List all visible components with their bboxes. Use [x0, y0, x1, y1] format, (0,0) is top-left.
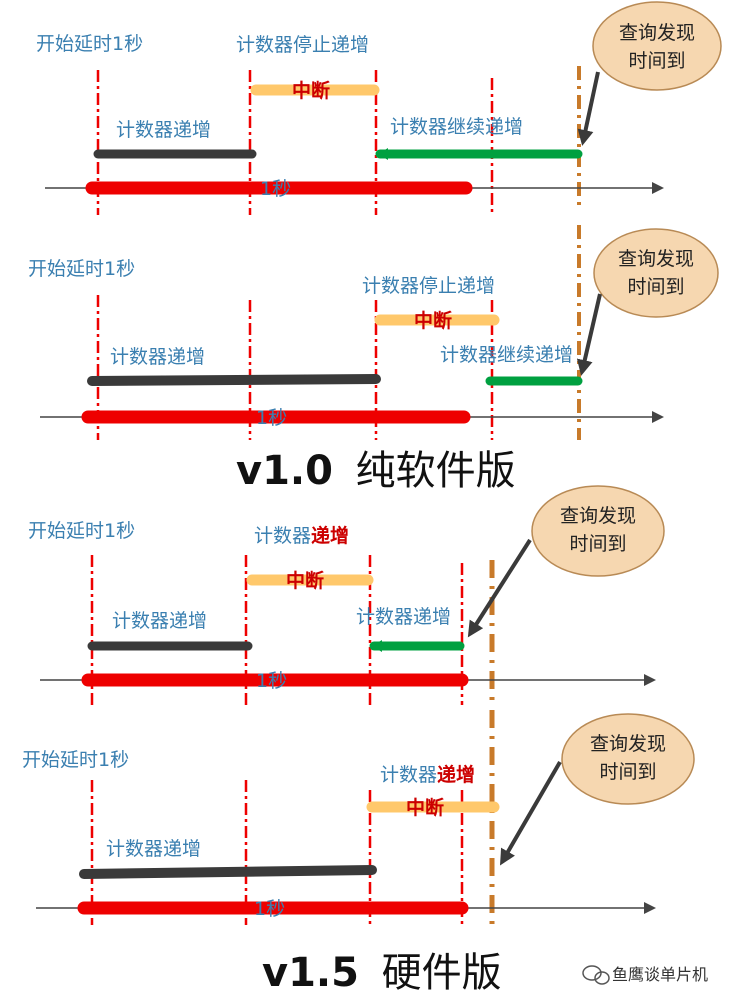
version-desc: 纯软件版: [356, 448, 516, 494]
counter-inc-label-2: 计数器递增: [356, 606, 451, 628]
start-delay-label: 开始延时1秒: [28, 258, 135, 280]
bubble-text-line2: 时间到: [599, 761, 656, 783]
one-second-label: 1秒: [256, 670, 287, 692]
bubble-text-line1: 查询发现: [560, 505, 636, 527]
pointer-arrow: [577, 71, 600, 146]
wechat-icon: [582, 965, 610, 985]
bubble-text-line2: 时间到: [627, 276, 684, 298]
bubble-text-line1: 查询发现: [590, 733, 666, 755]
interrupt-label: 中断: [406, 796, 444, 819]
watermark-text: 鱼鹰谈单片机: [612, 965, 708, 984]
counter-inc-label: 计数器递增: [112, 610, 207, 632]
bubble-text-line2: 时间到: [628, 50, 685, 72]
query-bubble: [531, 485, 665, 577]
one-second-label: 1秒: [260, 178, 291, 200]
v15-row-b: 开始延时1秒 计数器递增 中断 计数器递增 1秒 查询发现 时间到: [22, 710, 695, 930]
counter-resume-label: 计数器继续递增: [440, 344, 573, 366]
watermark: 鱼鹰谈单片机: [582, 965, 708, 985]
pointer-arrow: [499, 760, 562, 866]
counter-inc-label: 计数器递增: [110, 346, 205, 368]
counter-inc-bar: [79, 865, 377, 879]
counter-inc-label: 计数器递增: [116, 119, 211, 141]
pointer-arrow: [467, 538, 532, 638]
start-delay-label: 开始延时1秒: [28, 520, 135, 542]
counter-top-label: 计数器递增: [380, 763, 475, 786]
pointer-arrow: [576, 293, 602, 376]
counter-inc-label: 计数器递增: [106, 838, 201, 860]
start-delay-label: 开始延时1秒: [36, 33, 143, 55]
query-bubble: [561, 713, 695, 805]
version-desc: 硬件版: [382, 950, 502, 996]
interrupt-label: 中断: [414, 309, 452, 332]
bubble-text-line1: 查询发现: [618, 248, 694, 270]
counter-top-label: 计数器递增: [254, 524, 349, 547]
counter-stop-label: 计数器停止递增: [236, 34, 369, 56]
one-second-label: 1秒: [254, 898, 285, 920]
counter-stop-label: 计数器停止递增: [362, 275, 495, 297]
query-bubble: [592, 1, 722, 91]
v10-row-b: 开始延时1秒 计数器停止递增 中断 计数器递增 计数器继续递增 1秒 查询发现 …: [28, 225, 719, 440]
one-second-label: 1秒: [256, 407, 287, 429]
counter-resume-label: 计数器继续递增: [390, 116, 523, 138]
start-delay-label: 开始延时1秒: [22, 749, 129, 771]
section-title-v10: v1.0 纯软件版: [236, 448, 516, 494]
version-label: v1.5: [262, 950, 359, 996]
counter-inc-bar: [87, 374, 381, 386]
section-title-v15: v1.5 硬件版: [262, 950, 502, 996]
bubble-text-line1: 查询发现: [619, 22, 695, 44]
version-label: v1.0: [236, 448, 333, 494]
v15-row-a: 开始延时1秒 计数器递增 中断 计数器递增 计数器递增 1秒 查询发现 时间到: [28, 485, 665, 705]
interrupt-label: 中断: [292, 79, 330, 102]
bubble-text-line2: 时间到: [569, 533, 626, 555]
interrupt-label: 中断: [286, 569, 324, 592]
query-bubble: [593, 228, 719, 318]
v10-row-a: 开始延时1秒 计数器停止递增 中断 计数器递增 计数器继续递增 1秒 查询发现 …: [36, 1, 722, 215]
